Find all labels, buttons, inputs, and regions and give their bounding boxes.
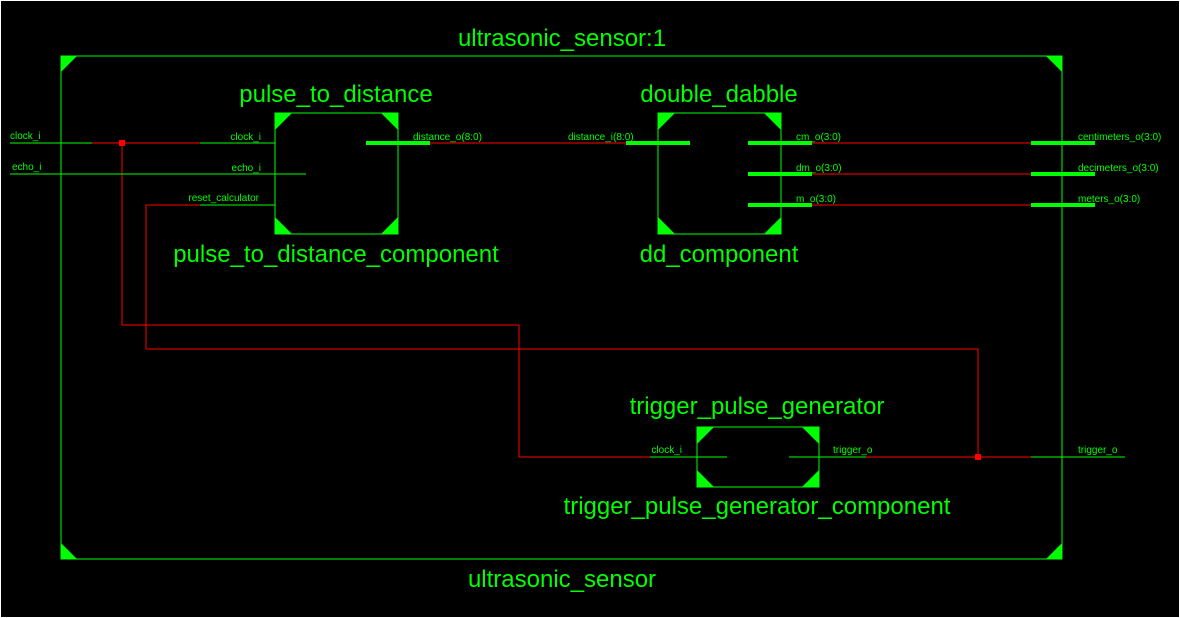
tpg-clock-label: clock_i xyxy=(651,445,682,456)
echo-input-label: echo_i xyxy=(12,162,41,173)
dd-corner xyxy=(764,113,781,130)
clock-net-branch[interactable] xyxy=(121,143,650,458)
tpg-trigger-label: trigger_o xyxy=(833,445,873,456)
p2d-distance-label: distance_o(8:0) xyxy=(413,132,482,143)
centimeters-output-label: centimeters_o(3:0) xyxy=(1078,132,1161,143)
p2d-entity-label: pulse_to_distance xyxy=(239,81,432,108)
tpg-corner xyxy=(697,470,714,487)
dd-distance-label: distance_i(8:0) xyxy=(568,132,634,143)
top-module-corner xyxy=(61,56,77,72)
dd-instance-label: dd_component xyxy=(640,241,799,268)
dd-corner xyxy=(658,217,675,234)
meters-output-label: meters_o(3:0) xyxy=(1078,194,1140,205)
p2d-corner xyxy=(381,217,398,234)
trigger-feedback-net[interactable] xyxy=(146,348,979,457)
trigger-junction xyxy=(975,454,981,460)
p2d-echo-label: echo_i xyxy=(232,163,261,174)
dd-entity-label: double_dabble xyxy=(640,81,798,108)
dd-m-label: m_o(3:0) xyxy=(796,194,836,205)
tpg-corner xyxy=(802,470,819,487)
dd-corner xyxy=(658,113,675,130)
pulse-to-distance-block[interactable] xyxy=(274,112,399,235)
top-module-instance-label: ultrasonic_sensor:1 xyxy=(458,25,666,52)
top-module-corner xyxy=(61,543,77,559)
p2d-corner xyxy=(381,113,398,130)
tpg-corner xyxy=(697,427,714,444)
dd-dm-label: dm_o(3:0) xyxy=(796,163,842,174)
reset-net[interactable] xyxy=(145,204,200,349)
trigger-output-label: trigger_o xyxy=(1078,445,1118,456)
top-module-box xyxy=(60,55,1063,560)
tpg-corner xyxy=(802,427,819,444)
p2d-instance-label: pulse_to_distance_component xyxy=(173,241,499,268)
clock-input-label: clock_i xyxy=(10,131,41,142)
p2d-clock-label: clock_i xyxy=(230,132,261,143)
dd-corner xyxy=(764,217,781,234)
double-dabble-block[interactable] xyxy=(657,112,782,235)
dd-cm-label: cm_o(3:0) xyxy=(796,132,841,143)
p2d-corner xyxy=(275,113,292,130)
tpg-instance-label: trigger_pulse_generator_component xyxy=(564,493,951,520)
tpg-entity-label: trigger_pulse_generator xyxy=(630,393,885,420)
p2d-corner xyxy=(275,217,292,234)
decimeters-output-label: decimeters_o(3:0) xyxy=(1078,163,1159,174)
p2d-reset-label: reset_calculator xyxy=(188,193,259,204)
top-module-name-label: ultrasonic_sensor xyxy=(468,566,656,593)
top-module-corner xyxy=(1046,543,1062,559)
top-module[interactable] xyxy=(60,55,1063,560)
top-module-corner xyxy=(1046,56,1062,72)
